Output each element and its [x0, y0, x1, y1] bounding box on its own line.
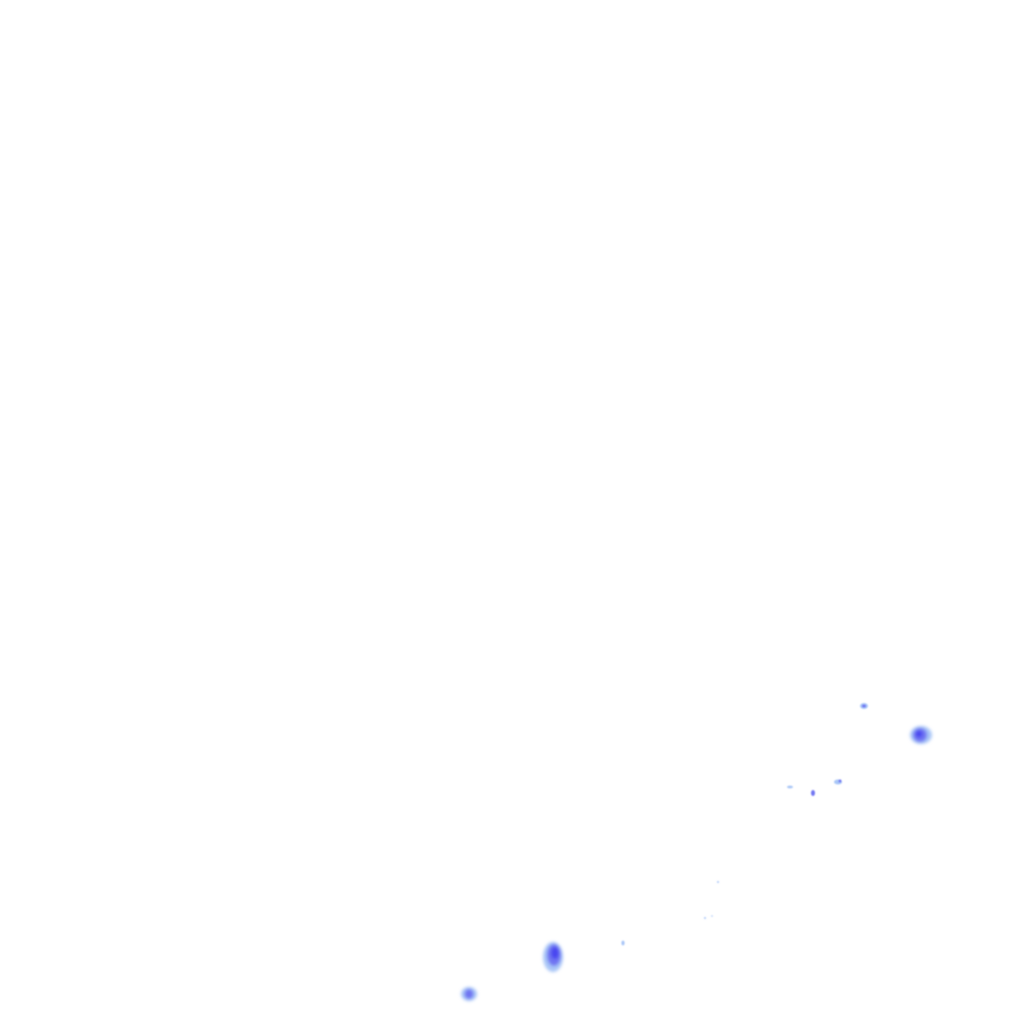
speck-tiny-2: [811, 790, 815, 796]
speck-bottom-large: [543, 942, 563, 972]
speck-bottom-small: [461, 987, 477, 1001]
speck-dust: [621, 881, 719, 946]
speck-tiny-1: [787, 785, 793, 789]
speck-right-large: [910, 726, 932, 744]
speck-tiny-3: [834, 779, 842, 785]
speck-top-small: [860, 703, 868, 709]
